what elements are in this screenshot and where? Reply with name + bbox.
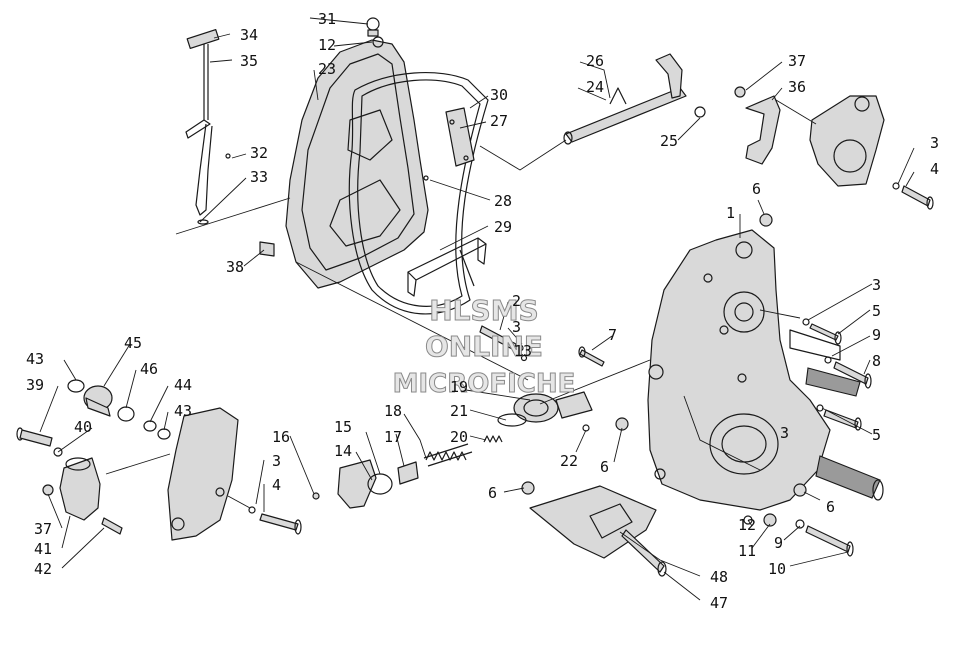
watermark-line-1: HLSMS <box>429 294 538 327</box>
callout-40: 40 <box>74 418 92 436</box>
bearing-stack <box>67 379 171 440</box>
callout-22: 22 <box>560 452 578 470</box>
output-shaft-upper <box>789 329 861 397</box>
callout-6-center: 6 <box>600 458 609 476</box>
callout-24: 24 <box>586 78 604 96</box>
callout-27: 27 <box>490 112 508 130</box>
callout-1: 1 <box>726 204 735 222</box>
callout-36: 36 <box>788 78 806 96</box>
callout-28: 28 <box>494 192 512 210</box>
callout-6-left-guard: 6 <box>488 484 497 502</box>
callout-45: 45 <box>124 334 142 352</box>
callout-41: 41 <box>34 540 52 558</box>
callout-12-lower: 12 <box>738 516 756 534</box>
bolt-right-2 <box>824 356 872 389</box>
callout-7: 7 <box>608 326 617 344</box>
bolt-top-right <box>892 182 934 210</box>
callout-3-lower-right: 3 <box>780 424 789 442</box>
callout-9-right: 9 <box>872 326 881 344</box>
callout-3-right: 3 <box>872 276 881 294</box>
bolt-right-1 <box>802 318 842 345</box>
callout-11: 11 <box>738 542 756 560</box>
callout-26: 26 <box>586 52 604 70</box>
spring-assembly <box>397 435 503 485</box>
bolt-left-lower <box>248 506 302 535</box>
callout-14: 14 <box>334 442 352 460</box>
bolt-right-3 <box>816 404 862 431</box>
side-cover <box>167 407 239 541</box>
callout-37-left: 37 <box>34 520 52 538</box>
callout-44: 44 <box>174 376 192 394</box>
callout-47: 47 <box>710 594 728 612</box>
callout-46: 46 <box>140 360 158 378</box>
output-shaft-lower <box>815 455 884 501</box>
callout-12: 12 <box>318 36 336 54</box>
callout-43-bottom: 43 <box>174 402 192 420</box>
small-fasteners <box>225 153 590 432</box>
bolt-38 <box>259 241 275 257</box>
callout-15: 15 <box>334 418 352 436</box>
callout-38: 38 <box>226 258 244 276</box>
shift-fork <box>312 459 393 509</box>
callout-37-top: 37 <box>788 52 806 70</box>
callout-8: 8 <box>872 352 881 370</box>
bolt-7 <box>578 346 605 367</box>
callout-2: 2 <box>512 292 521 310</box>
callout-5-right: 5 <box>872 302 881 320</box>
callout-20: 20 <box>450 428 468 446</box>
callout-10: 10 <box>768 560 786 578</box>
nut-6 <box>521 213 807 497</box>
callout-4-top-right: 4 <box>930 160 939 178</box>
callout-29: 29 <box>494 218 512 236</box>
callout-33: 33 <box>250 168 268 186</box>
reverse-housing <box>734 86 885 187</box>
bracket <box>407 237 487 297</box>
callout-3-top-right: 3 <box>930 134 939 152</box>
callout-4-left: 4 <box>272 476 281 494</box>
callout-18: 18 <box>384 402 402 420</box>
callout-6-lower-right: 6 <box>826 498 835 516</box>
watermark-line-2: ONLINE <box>425 330 543 363</box>
mount-block <box>42 457 123 535</box>
gearcase-housing <box>647 229 831 511</box>
callout-23: 23 <box>318 60 336 78</box>
callout-6-top: 6 <box>752 180 761 198</box>
callout-labels: 34 35 31 12 23 32 33 26 24 30 27 25 28 2… <box>26 10 939 612</box>
callout-34: 34 <box>240 26 258 44</box>
callout-48: 48 <box>710 568 728 586</box>
callout-16: 16 <box>272 428 290 446</box>
tension-plate <box>445 107 475 167</box>
callout-32: 32 <box>250 144 268 162</box>
callout-42: 42 <box>34 560 52 578</box>
watermark-line-3: MICROFICHE <box>393 369 576 399</box>
bolt-39 <box>16 427 63 457</box>
callout-21: 21 <box>450 402 468 420</box>
shift-shaft <box>563 53 706 145</box>
watermark: HLSMS ONLINE MICROFICHE <box>392 294 576 400</box>
callout-5-lower-right: 5 <box>872 426 881 444</box>
gasket <box>348 72 489 315</box>
chaincase-cover <box>285 17 429 289</box>
callout-30: 30 <box>490 86 508 104</box>
callout-17: 17 <box>384 428 402 446</box>
callout-39: 39 <box>26 376 44 394</box>
callout-35: 35 <box>240 52 258 70</box>
callout-19: 19 <box>450 378 468 396</box>
dipstick-handle <box>185 29 220 225</box>
skid-guard <box>529 485 667 577</box>
callout-3-left: 3 <box>272 452 281 470</box>
leader-lines <box>39 17 915 601</box>
callout-43-top: 43 <box>26 350 44 368</box>
bolt-right-4 <box>743 513 854 557</box>
callout-13: 13 <box>514 342 532 360</box>
callout-25: 25 <box>660 132 678 150</box>
callout-9-lower: 9 <box>774 534 783 552</box>
callout-31: 31 <box>318 10 336 28</box>
callout-3-pump: 3 <box>512 318 521 336</box>
